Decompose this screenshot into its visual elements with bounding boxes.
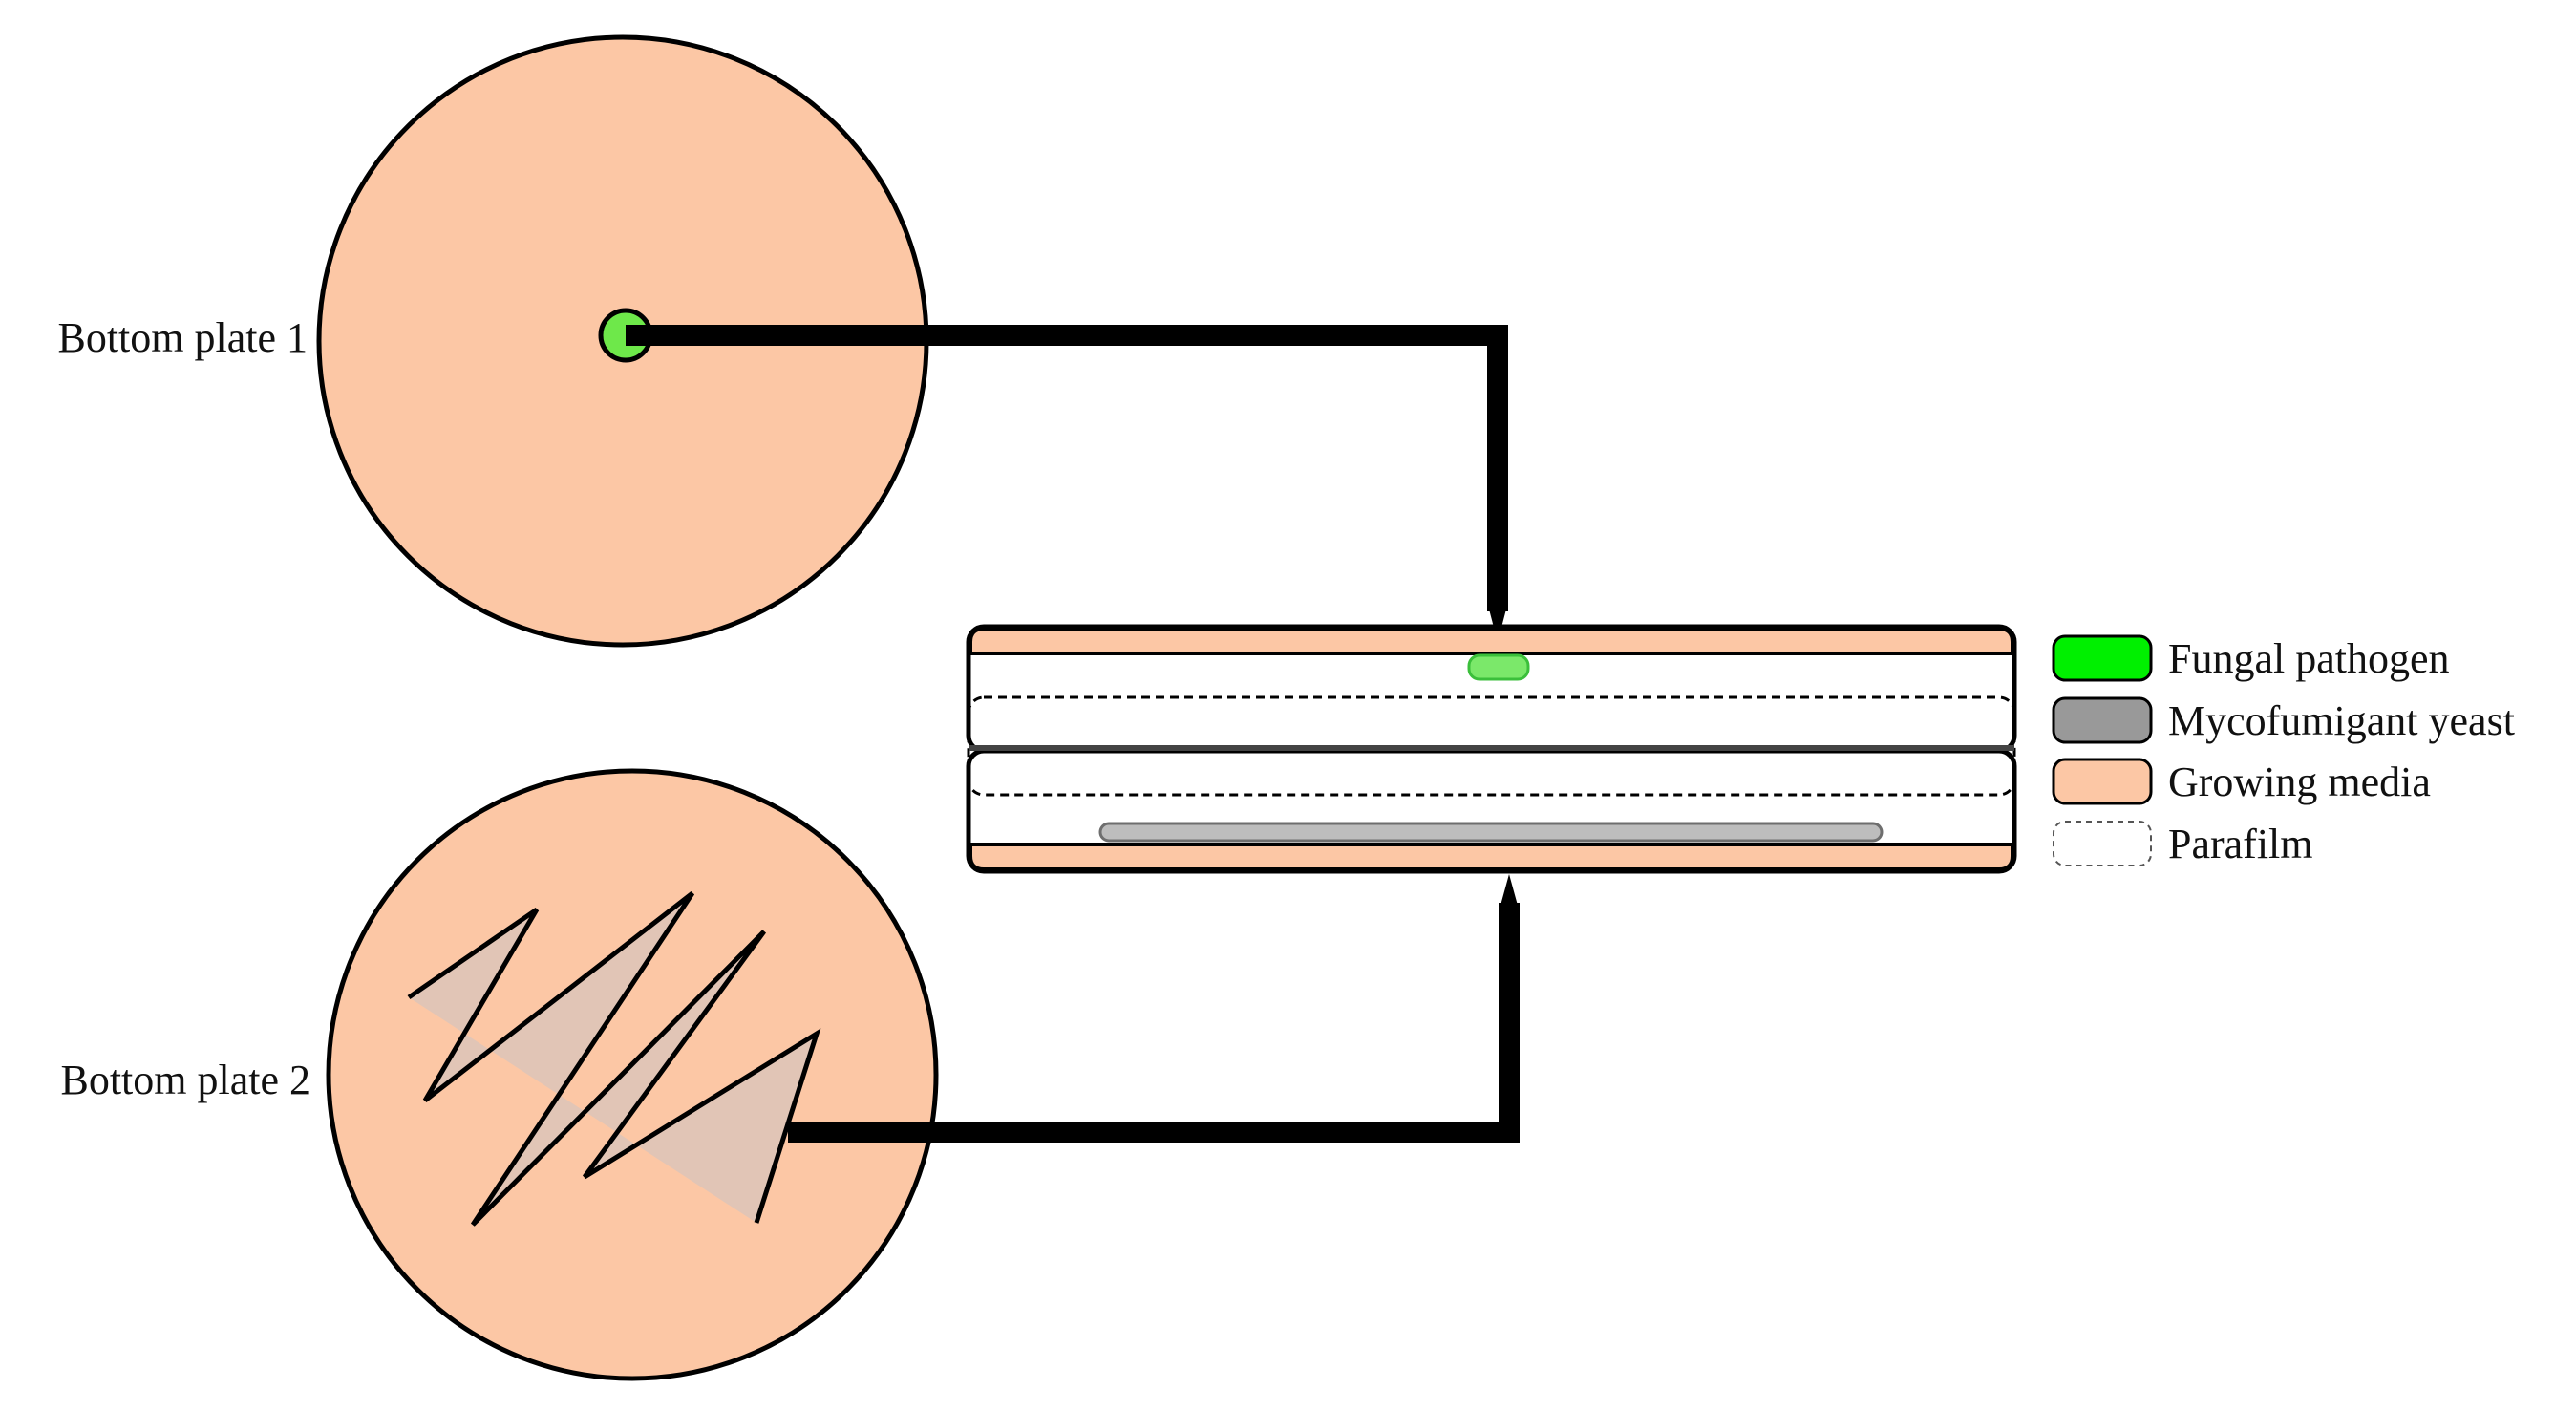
connector-1-pointer — [1487, 602, 1508, 642]
legend-swatch-fungal-pathogen — [2052, 634, 2153, 682]
legend: Fungal pathogen Mycofumigant yeast Growi… — [2052, 634, 2515, 867]
connector-2-pointer — [1499, 874, 1520, 912]
yeast-streak-area — [409, 893, 817, 1225]
top-plate-media — [969, 627, 2014, 655]
connector-plate-2 — [788, 874, 1520, 1143]
pathogen-in-plate — [1467, 653, 1530, 681]
yeast-in-plate — [1098, 822, 1884, 843]
legend-label-growing-media: Growing media — [2168, 759, 2431, 805]
legend-swatch-parafilm — [2053, 821, 2152, 866]
connector-plate-1 — [626, 325, 1508, 642]
sandwich-assembly — [966, 624, 2017, 874]
yeast-streak-line — [407, 891, 821, 1227]
legend-label-parafilm: Parafilm — [2168, 821, 2313, 867]
legend-swatch-growing-media — [2052, 758, 2153, 805]
bottom-plate-2 — [326, 768, 939, 1381]
plate-2-label: Bottom plate 2 — [60, 1057, 310, 1103]
plate-1-label: Bottom plate 1 — [57, 314, 308, 361]
parafilm-seal — [967, 695, 2016, 797]
legend-swatch-mycofumigant-yeast — [2052, 696, 2153, 744]
bottom-plate-media — [969, 843, 2014, 871]
legend-label-fungal-pathogen: Fungal pathogen — [2168, 635, 2450, 682]
legend-label-mycofumigant-yeast: Mycofumigant yeast — [2168, 697, 2515, 744]
